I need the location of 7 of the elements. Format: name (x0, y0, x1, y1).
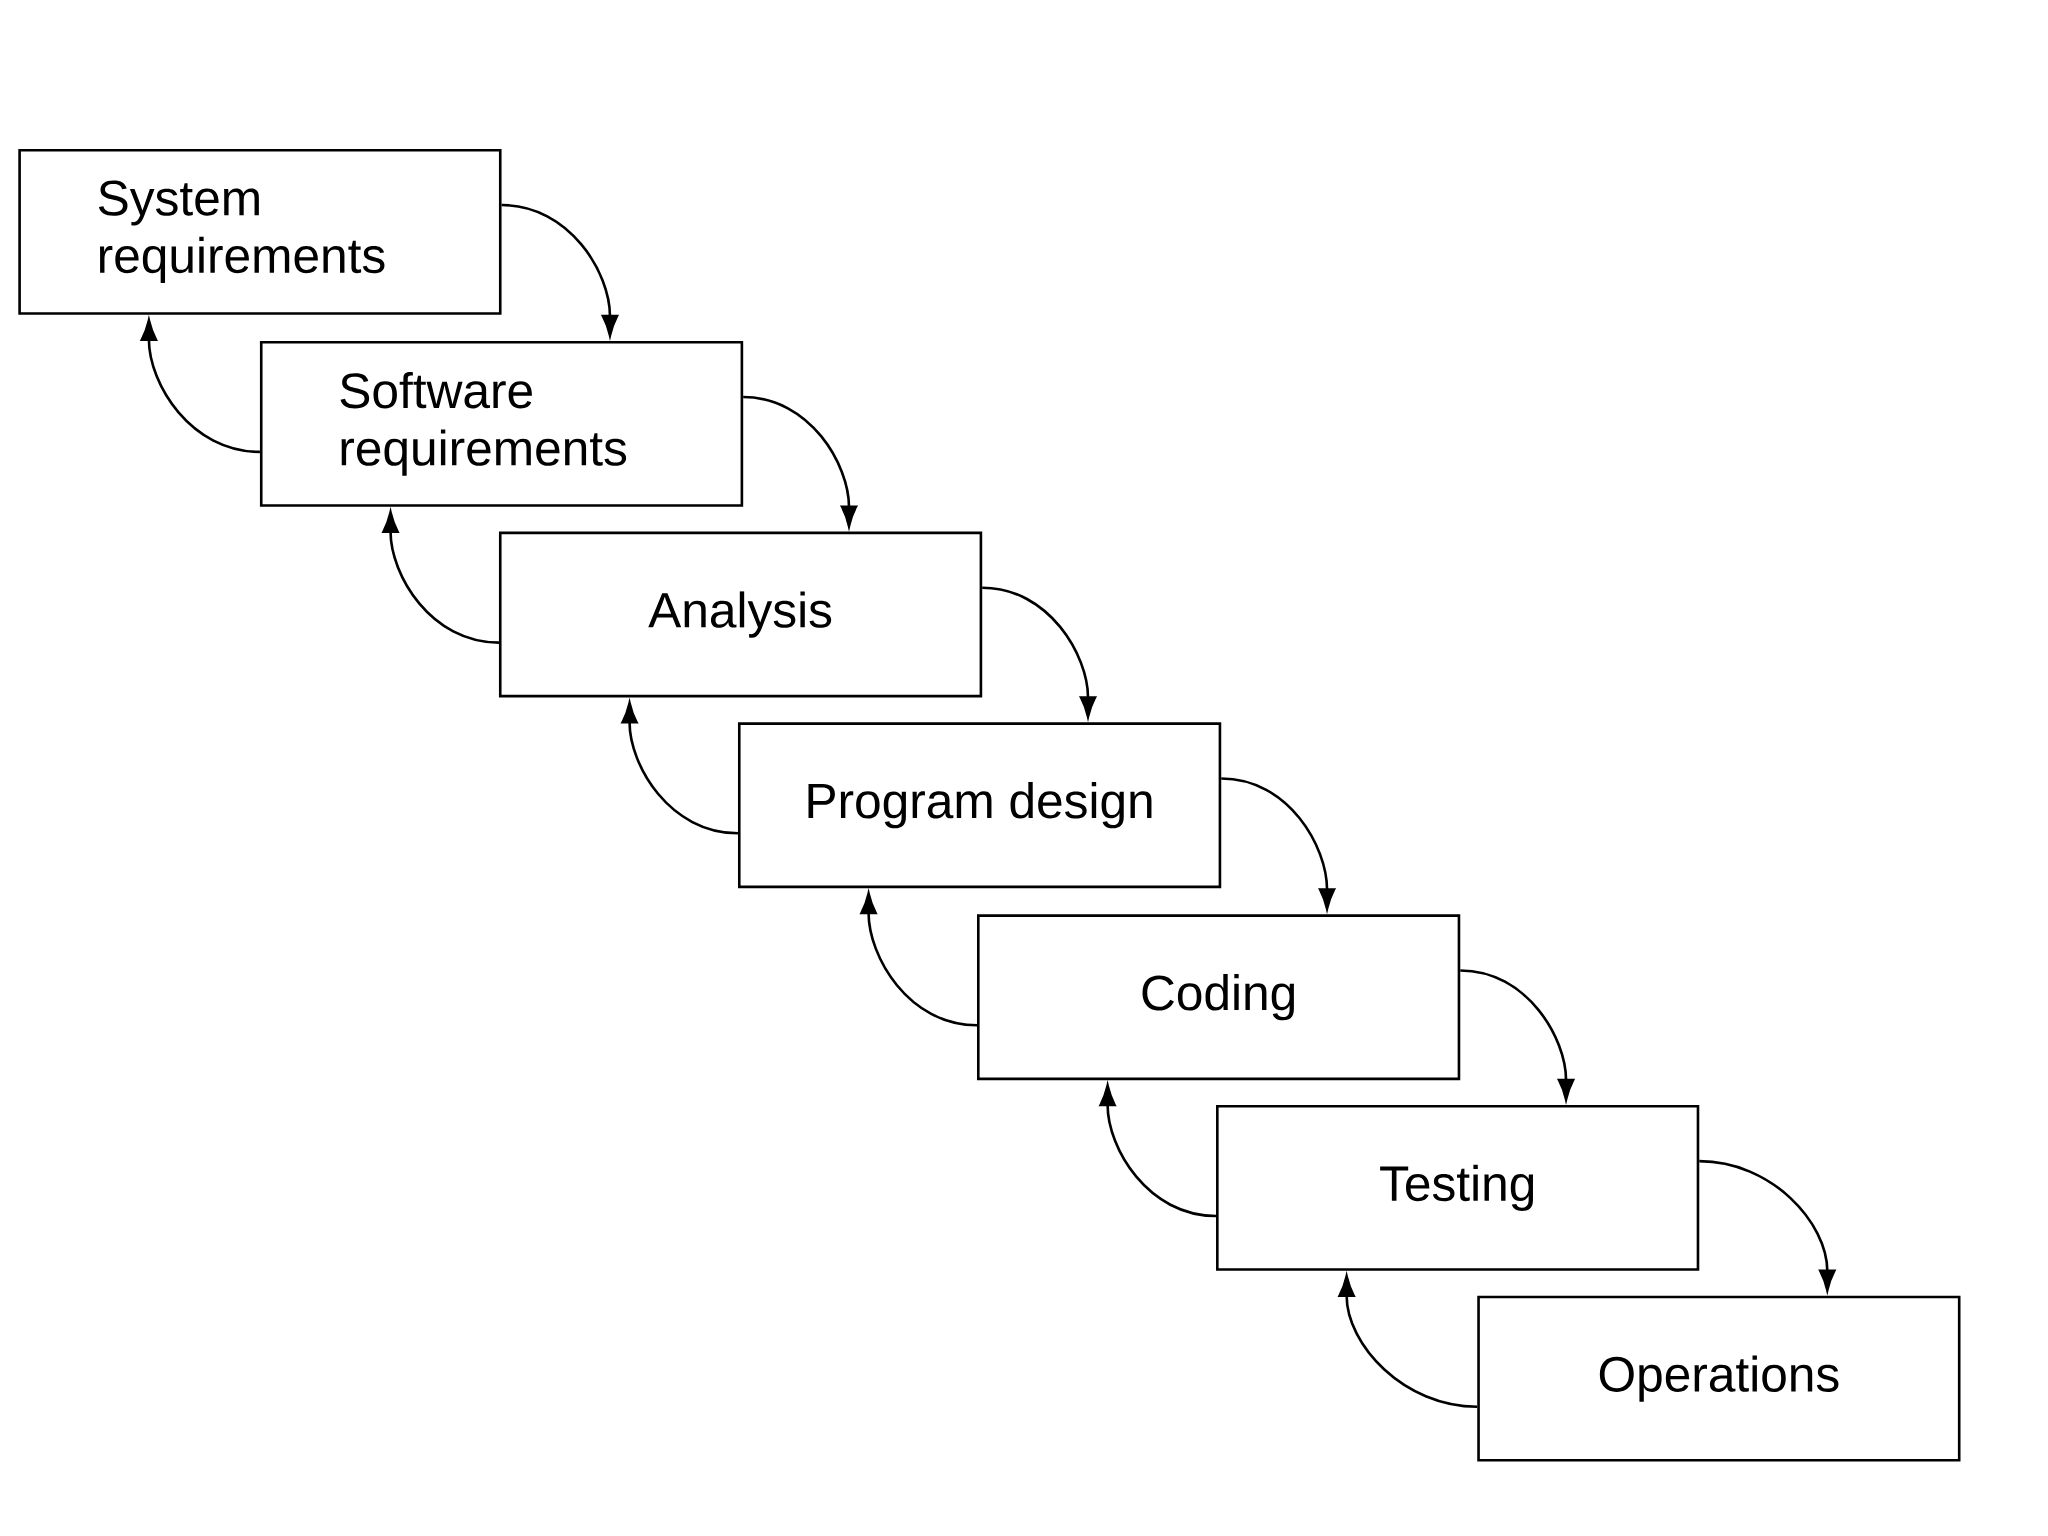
process-box: Program design (737, 722, 1222, 889)
process-box: Coding (977, 914, 1461, 1081)
process-box: Operations (1477, 1295, 1961, 1462)
process-box: Testing (1216, 1104, 1700, 1271)
process-box: System requirements (18, 148, 502, 315)
process-box: Software requirements (259, 340, 744, 507)
process-box: Analysis (498, 531, 983, 698)
